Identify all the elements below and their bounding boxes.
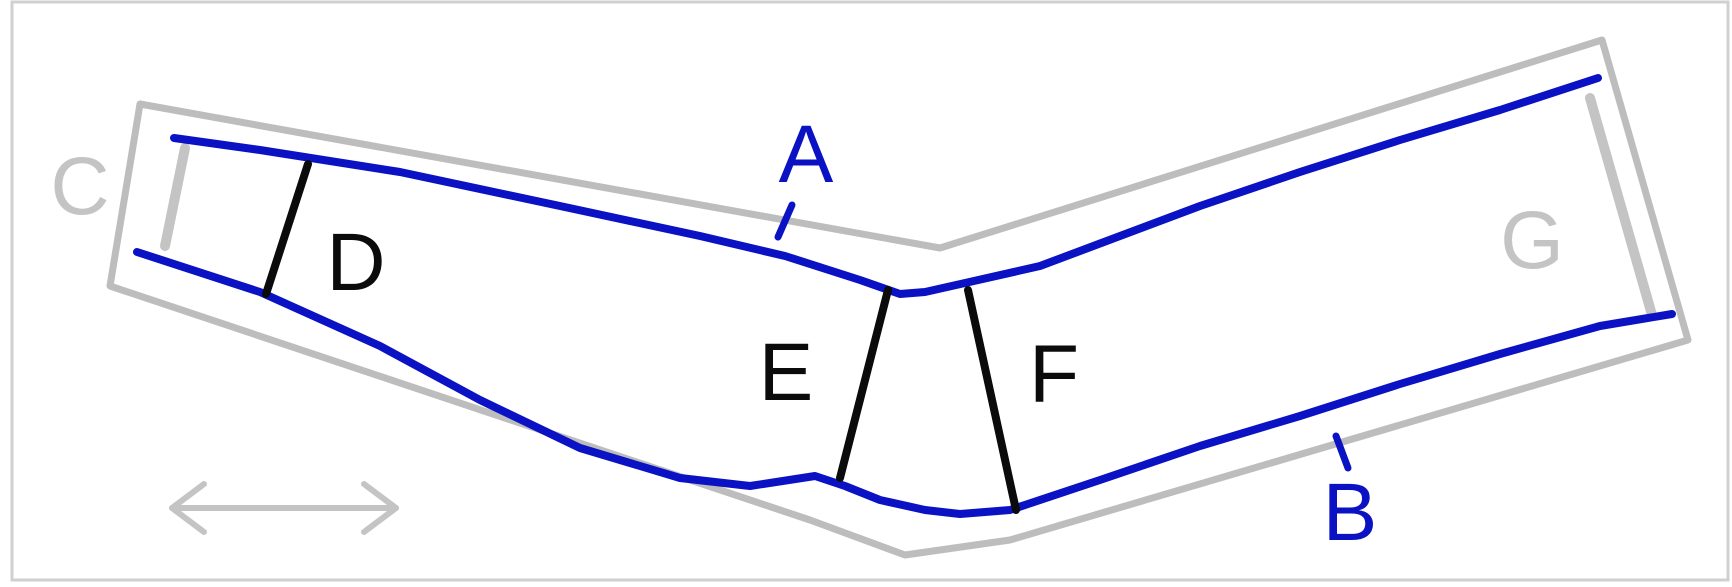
label-g: G [1500,195,1564,286]
label-e: E [759,327,814,418]
double-headed-arrow-icon [169,481,399,535]
boundary-g [1585,93,1657,320]
boundary-b [133,248,1676,518]
boundary-a [170,74,1602,298]
cross-section-d [262,160,312,298]
label-a: A [779,109,834,200]
cross-section-f [964,286,1020,514]
label-a-leader [774,201,796,241]
label-d: D [326,217,385,308]
channel-outline [106,36,1692,559]
label-c: C [50,141,109,232]
cross-section-e [836,286,892,482]
label-f: F [1029,329,1079,420]
label-b-leader [1332,432,1352,472]
image-frame [10,0,1730,582]
boundary-c [160,143,190,251]
label-b: B [1323,467,1378,558]
